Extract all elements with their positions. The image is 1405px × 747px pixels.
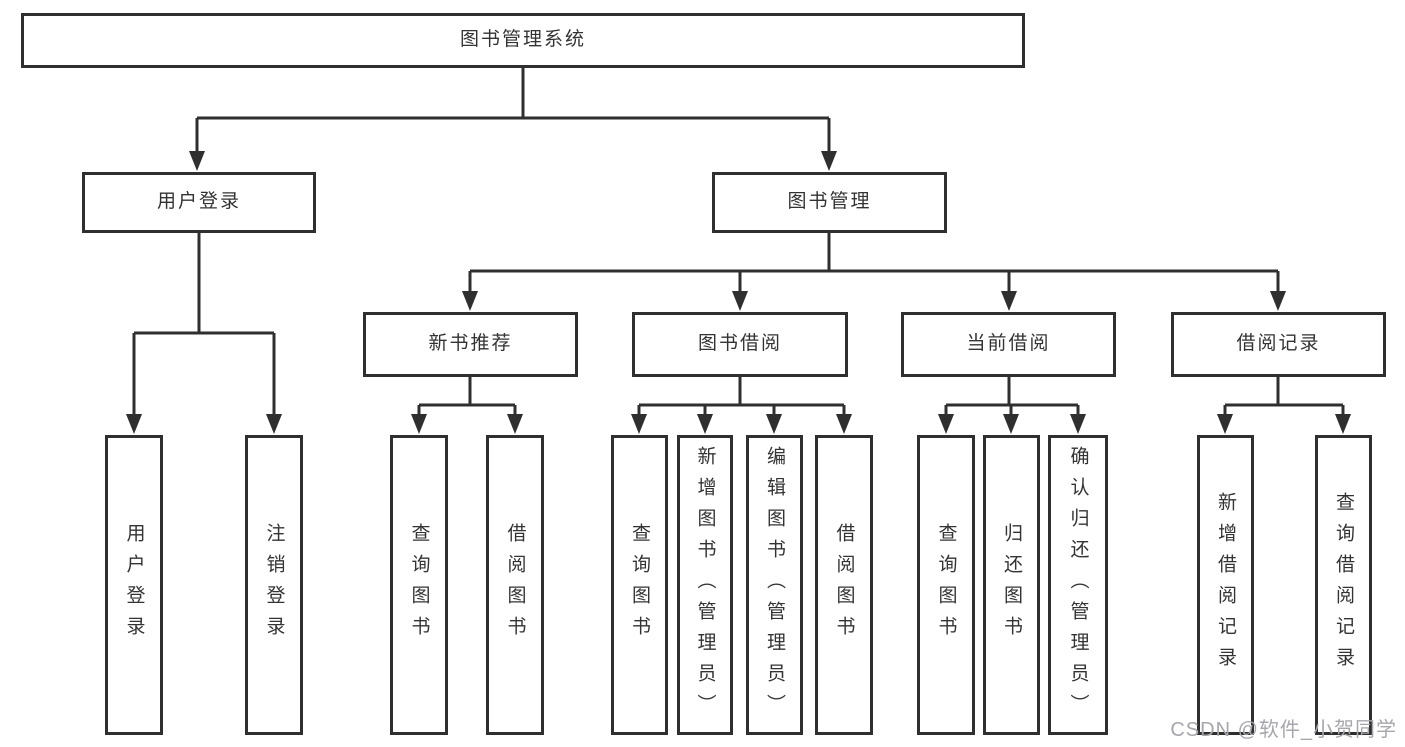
node-label: 查询图书 [408,523,430,647]
leaf-return-books: 归还图书 [983,435,1040,735]
leaf-query-borrow-record: 查询借阅记录 [1315,435,1372,735]
node-user-login: 用户登录 [82,172,316,233]
node-label: 当前借阅 [966,333,1051,355]
node-label: 图书管理 [787,191,872,213]
leaf-query-books-current: 查询图书 [917,435,975,735]
node-label: 注销登录 [263,523,285,647]
node-label: 编辑图书（管理员） [764,445,785,725]
node-label: 新增图书（管理员） [694,445,716,725]
node-label: 借阅记录 [1236,333,1321,355]
leaf-confirm-return-admin: 确认归还（管理员） [1048,435,1108,735]
node-borrowing-records: 借阅记录 [1171,312,1386,377]
node-label: 图书管理系统 [459,29,586,51]
node-label: 查询借阅记录 [1333,492,1354,678]
node-label: 用户登录 [156,191,241,213]
node-book-management: 图书管理 [712,172,947,233]
node-book-borrowing: 图书借阅 [632,312,848,377]
node-label: 图书借阅 [697,333,782,355]
leaf-edit-books-admin: 编辑图书（管理员） [746,435,803,735]
node-label: 确认归还（管理员） [1067,445,1089,725]
leaf-query-books-borrowing: 查询图书 [611,435,668,735]
node-label: 查询图书 [629,523,650,647]
leaf-add-borrow-record: 新增借阅记录 [1197,435,1254,735]
leaf-logout: 注销登录 [245,435,303,735]
leaf-add-books-admin: 新增图书（管理员） [677,435,733,735]
node-label: 用户登录 [123,523,145,647]
leaf-borrow-books-recommend: 借阅图书 [486,435,544,735]
node-label: 借阅图书 [833,523,855,647]
node-label: 新增借阅记录 [1215,492,1236,678]
node-library-management-system: 图书管理系统 [21,13,1025,68]
node-new-book-recommendation: 新书推荐 [363,312,578,377]
leaf-user-login: 用户登录 [105,435,163,735]
csdn-watermark: CSDN @软件_小贺同学 [1170,719,1397,741]
node-label: 新书推荐 [428,333,513,355]
node-label: 借阅图书 [504,523,526,647]
node-label: 查询图书 [935,523,957,647]
leaf-borrow-books-borrowing: 借阅图书 [815,435,873,735]
node-current-borrowing: 当前借阅 [901,312,1116,377]
node-label: 归还图书 [1001,523,1022,647]
leaf-query-books-recommend: 查询图书 [390,435,448,735]
